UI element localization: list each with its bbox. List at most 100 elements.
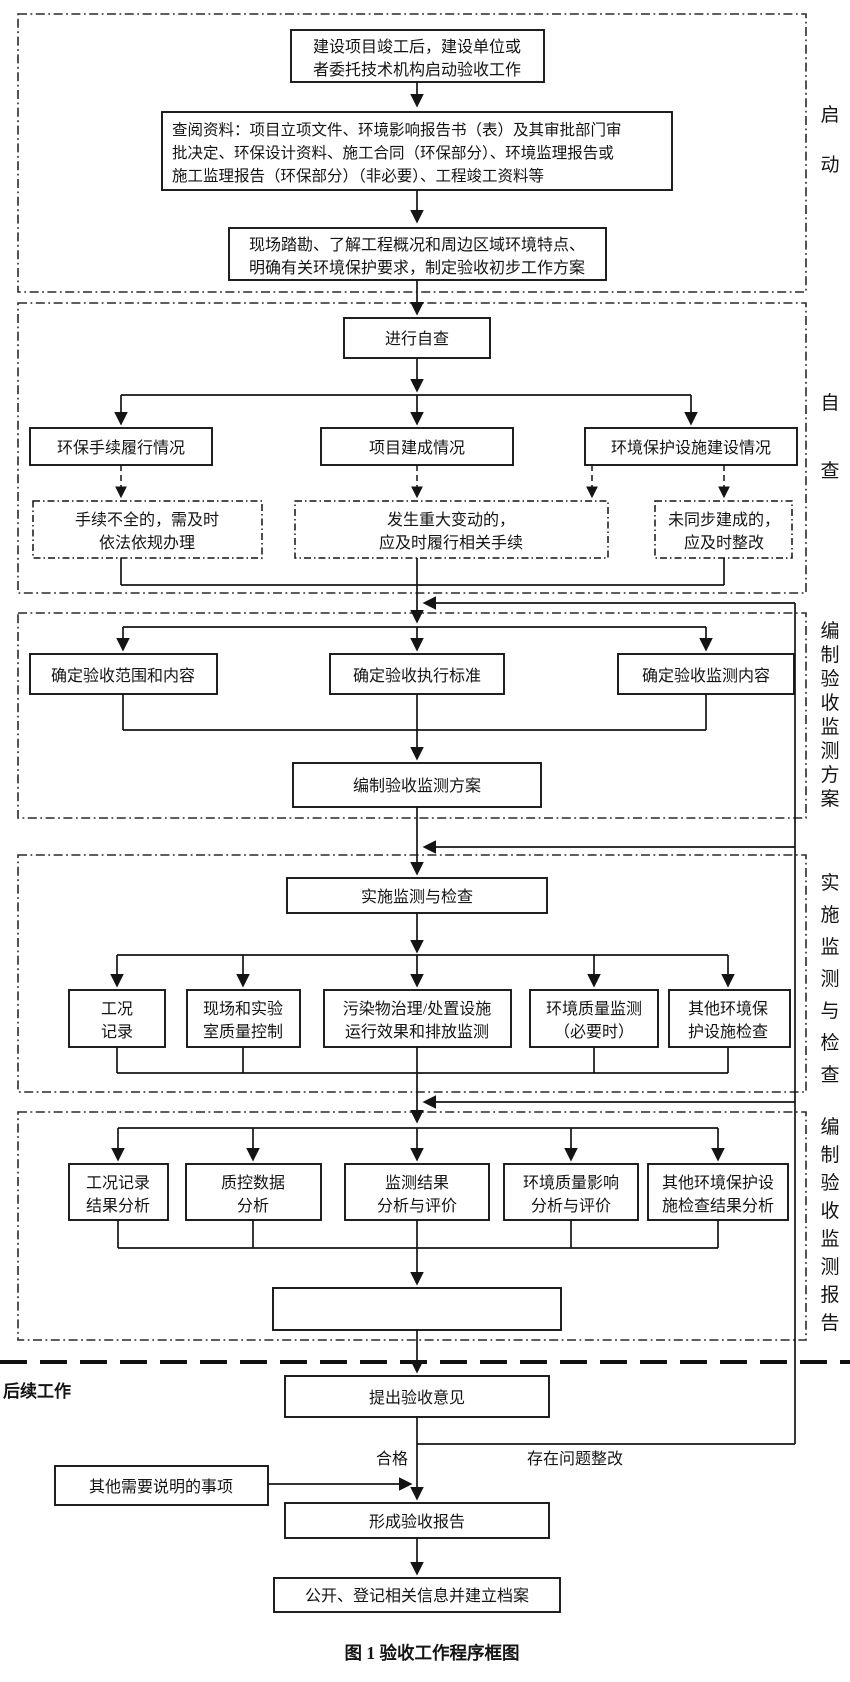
node-other-check-analysis-box — [647, 1163, 789, 1221]
phase-label-implement: 查 — [820, 1064, 839, 1086]
node-other-facility-check-line2: 护设施检查 — [688, 1023, 768, 1041]
node-quality-control-box — [186, 989, 301, 1048]
node-review-materials: 查阅资料：项目立项文件、环境影响报告书（表）及其审批部门审 批决定、环保设计资料… — [161, 111, 673, 191]
phase-label-implement: 实 — [820, 872, 839, 894]
node-self-check: 进行自查 — [343, 317, 491, 359]
node-review-box — [161, 111, 673, 191]
node-procedure-status: 环保手续履行情况 — [29, 427, 213, 466]
node-pollutant-monitor-line1: 污染物治理/处置设施 — [343, 1000, 491, 1018]
node-start: 建设项目竣工后，建设单位或 者委托技术机构启动验收工作 — [290, 29, 545, 83]
node-env-impact-analysis-line1: 环境质量影响 — [523, 1173, 619, 1192]
nodes: 建设项目竣工后，建设单位或 者委托技术机构启动验收工作 查阅资料：项目立项文件、… — [29, 29, 798, 1613]
node-implement: 实施监测与检查 — [286, 877, 548, 914]
node-quality-control-line2: 室质量控制 — [203, 1023, 283, 1041]
node-monitor-result-analysis-line2: 分析与评价 — [377, 1197, 457, 1215]
phase-label-implement: 测 — [820, 968, 839, 990]
node-other-items: 其他需要说明的事项 — [54, 1465, 269, 1506]
node-result-incomplete-box — [32, 500, 263, 559]
node-publish: 公开、登记相关信息并建立档案 — [273, 1577, 561, 1613]
node-env-quality-monitor: 环境质量监测 （必要时） — [529, 989, 659, 1048]
node-result-not-built-line1: 未同步建成的， — [668, 511, 780, 529]
node-result-not-built: 未同步建成的， 应及时整改 — [654, 500, 793, 559]
node-condition-analysis: 工况记录 结果分析 — [68, 1163, 169, 1221]
connectors — [110, 82, 796, 1576]
node-facility-label: 环境保护设施建设情况 — [611, 438, 771, 457]
node-condition-analysis-line2: 结果分析 — [86, 1197, 150, 1215]
node-start-line1: 建设项目竣工后，建设单位或 — [313, 38, 521, 56]
phase-label-plan: 收 — [820, 692, 839, 714]
node-condition-analysis-box — [68, 1163, 169, 1221]
node-env-quality-monitor-box — [529, 989, 659, 1048]
phase-label-report: 收 — [820, 1200, 839, 1222]
node-site-line2: 明确有关环境保护要求，制定验收初步工作方案 — [249, 258, 585, 277]
node-scope-label: 确定验收范围和内容 — [51, 667, 195, 685]
phase-label-report: 验 — [820, 1172, 839, 1194]
node-env-impact-analysis: 环境质量影响 分析与评价 — [503, 1163, 639, 1221]
node-start-box — [290, 29, 545, 83]
node-monitor-report-box — [272, 1287, 562, 1331]
node-condition-analysis-line1: 工况记录 — [86, 1174, 150, 1192]
figure-caption: 图 1 验收工作程序框图 — [345, 1643, 520, 1663]
node-pollutant-monitor-line2: 运行效果和排放监测 — [345, 1023, 489, 1041]
phase-label-report: 编 — [820, 1116, 839, 1138]
node-scope: 确定验收范围和内容 — [29, 653, 218, 695]
node-final-report: 形成验收报告 — [284, 1502, 550, 1539]
phase-label-plan: 监 — [820, 716, 839, 738]
phase-label-plan: 测 — [820, 740, 839, 762]
node-standard-label: 确定验收执行标准 — [353, 667, 481, 685]
node-final-report-box — [284, 1502, 550, 1539]
phase-label-plan: 方 — [820, 764, 839, 786]
phase-label-plan: 制 — [820, 644, 839, 666]
node-procedure-label: 环保手续履行情况 — [57, 439, 185, 457]
node-self-check-box — [343, 317, 491, 359]
node-condition-record-box — [68, 989, 166, 1048]
node-qc-data-analysis-box — [185, 1163, 322, 1221]
phase-labels: 启 动 自 查 编 制 验 收 监 测 方 案 实 施 监 测 与 检 查 编 … — [820, 104, 839, 1334]
node-project-status: 项目建成情况 — [320, 427, 514, 466]
followup-label: 后续工作 — [3, 1381, 71, 1401]
phase-label-report: 报 — [820, 1284, 839, 1306]
node-review-line1: 查阅资料：项目立项文件、环境影响报告书（表）及其审批部门审 — [172, 120, 622, 139]
phase-label-report: 制 — [820, 1144, 839, 1166]
phase-label-start: 动 — [820, 154, 839, 176]
rectify-label: 存在问题整改 — [527, 1450, 623, 1468]
phase-label-implement: 与 — [820, 1000, 839, 1022]
node-env-impact-analysis-line2: 分析与评价 — [531, 1197, 611, 1215]
phase-border-implement — [17, 854, 807, 1093]
node-site-survey: 现场踏勘、了解工程概况和周边区域环境特点、 明确有关环境保护要求，制定验收初步工… — [228, 227, 607, 281]
node-monitor-plan-label: 编制验收监测方案 — [353, 777, 481, 795]
phase-label-self-check: 查 — [820, 460, 839, 482]
node-opinion: 提出验收意见 — [284, 1375, 550, 1418]
node-qc-data-analysis: 质控数据 分析 — [185, 1163, 322, 1221]
node-facility-status: 环境保护设施建设情况 — [584, 427, 798, 466]
node-self-check-label: 进行自查 — [385, 330, 449, 348]
node-result-not-built-line2: 应及时整改 — [684, 533, 764, 552]
node-monitor-plan: 编制验收监测方案 — [292, 762, 542, 808]
phase-label-implement: 检 — [820, 1032, 839, 1054]
node-other-facility-check: 其他环境保 护设施检查 — [668, 989, 791, 1048]
pass-label: 合格 — [376, 1450, 408, 1468]
node-condition-record: 工况 记录 — [68, 989, 166, 1048]
node-pollutant-monitor-box — [323, 989, 512, 1048]
node-monitor-content: 确定验收监测内容 — [617, 653, 795, 695]
node-result-incomplete-line2: 依法依规办理 — [99, 534, 195, 552]
node-monitor-result-analysis-line1: 监测结果 — [385, 1174, 449, 1192]
node-result-major-change: 发生重大变动的， 应及时履行相关手续 — [294, 500, 609, 559]
node-monitor-content-label: 确定验收监测内容 — [642, 667, 770, 685]
node-opinion-label: 提出验收意见 — [369, 1388, 465, 1407]
node-final-report-label: 形成验收报告 — [369, 1513, 465, 1531]
node-opinion-box — [284, 1375, 550, 1418]
node-other-items-label: 其他需要说明的事项 — [89, 1478, 233, 1496]
node-other-check-analysis-line1: 其他环境保护设 — [662, 1173, 774, 1192]
node-result-incomplete-line1: 手续不全的，需及时 — [75, 511, 219, 529]
phase-border-start — [17, 13, 807, 293]
node-publish-label: 公开、登记相关信息并建立档案 — [305, 1587, 529, 1605]
node-result-not-built-box — [654, 500, 793, 559]
node-condition-record-line1: 工况 — [101, 1001, 133, 1018]
node-implement-box — [286, 877, 548, 914]
node-env-quality-monitor-line1: 环境质量监测 — [546, 999, 642, 1018]
phase-label-plan: 案 — [820, 788, 839, 810]
node-project-label: 项目建成情况 — [369, 439, 465, 457]
node-site-line1: 现场踏勘、了解工程概况和周边区域环境特点、 — [249, 235, 585, 254]
